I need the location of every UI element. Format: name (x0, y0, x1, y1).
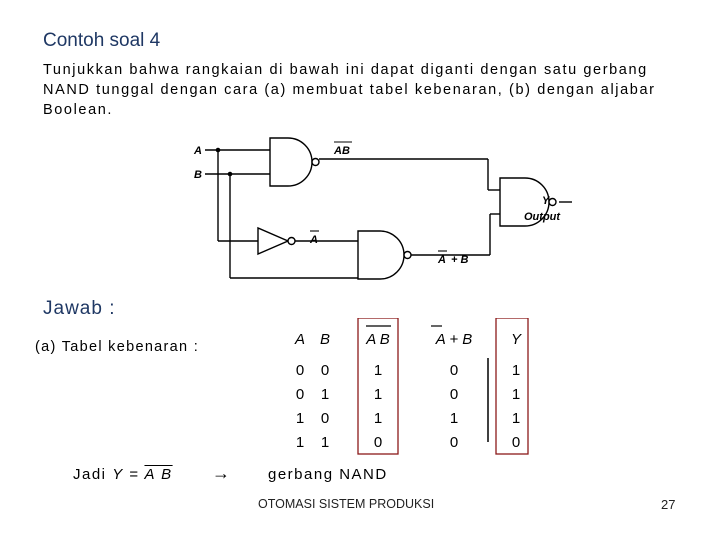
arrow-right-icon: → (212, 463, 230, 483)
table-cell-nand-ab: 0 (374, 434, 382, 451)
second-nand-output-b: + B (451, 254, 468, 266)
table-cell-nand-ab: 1 (374, 410, 382, 427)
table-cell-nand-ab: 1 (374, 362, 382, 379)
table-cell-a: 0 (296, 362, 304, 379)
problem-statement: Tunjukkan bahwa rangkaian di bawah ini d… (43, 62, 656, 118)
table-cell-nota-or-b: 0 (450, 386, 458, 403)
y-column-highlight (495, 318, 529, 455)
nand-output-label: AB (333, 145, 350, 157)
table-cell-y: 1 (512, 386, 520, 403)
header-nota-or-b: A + B (435, 331, 473, 348)
second-nand-output-a: A (437, 254, 446, 266)
table-cell-a: 1 (296, 410, 304, 427)
table-cell-b: 0 (321, 362, 329, 379)
table-cell-b: 1 (321, 434, 329, 451)
output-label: Output (524, 211, 561, 223)
table-cell-y: 0 (512, 434, 520, 451)
answer-heading: Jawab : (43, 298, 116, 319)
nand-gate-1 (269, 137, 320, 187)
header-y: Y (511, 331, 522, 348)
table-cell-b: 0 (321, 410, 329, 427)
table-cell-y: 1 (512, 362, 520, 379)
page-number: 27 (661, 497, 676, 512)
logic-circuit-diagram: A B AB A A + B Y Output (193, 137, 572, 280)
table-cell-nota-or-b: 0 (450, 362, 458, 379)
conclusion-result: gerbang NAND (268, 466, 388, 483)
input-b-label: B (194, 169, 202, 181)
conclusion-ab-expr: A B (144, 466, 173, 483)
nand-column-highlight (357, 318, 399, 455)
conclusion-prefix: Jadi (73, 466, 113, 483)
table-cell-nota-or-b: 1 (450, 410, 458, 427)
nand-gate-3 (499, 177, 557, 227)
nand-gate-2 (357, 230, 412, 280)
conclusion: Jadi Y = A B (73, 466, 173, 483)
table-cell-b: 1 (321, 386, 329, 403)
not-output-label: A (309, 234, 318, 246)
truth-table-label: (a) Tabel kebenaran : (35, 339, 200, 355)
table-cell-y: 1 (512, 410, 520, 427)
table-cell-a: 1 (296, 434, 304, 451)
table-cell-a: 0 (296, 386, 304, 403)
header-b: B (320, 331, 330, 348)
header-a: A (294, 331, 305, 348)
conclusion-y-expr: Y = (112, 466, 145, 483)
slide-title: Contoh soal 4 (43, 30, 161, 51)
table-cell-nota-or-b: 0 (450, 434, 458, 451)
input-a-label: A (193, 145, 202, 157)
table-cell-nand-ab: 1 (374, 386, 382, 403)
output-symbol: Y (542, 195, 551, 207)
header-nand-ab: A B (365, 331, 390, 348)
slide-footer: OTOMASI SISTEM PRODUKSI (258, 497, 435, 511)
not-gate (257, 226, 296, 256)
